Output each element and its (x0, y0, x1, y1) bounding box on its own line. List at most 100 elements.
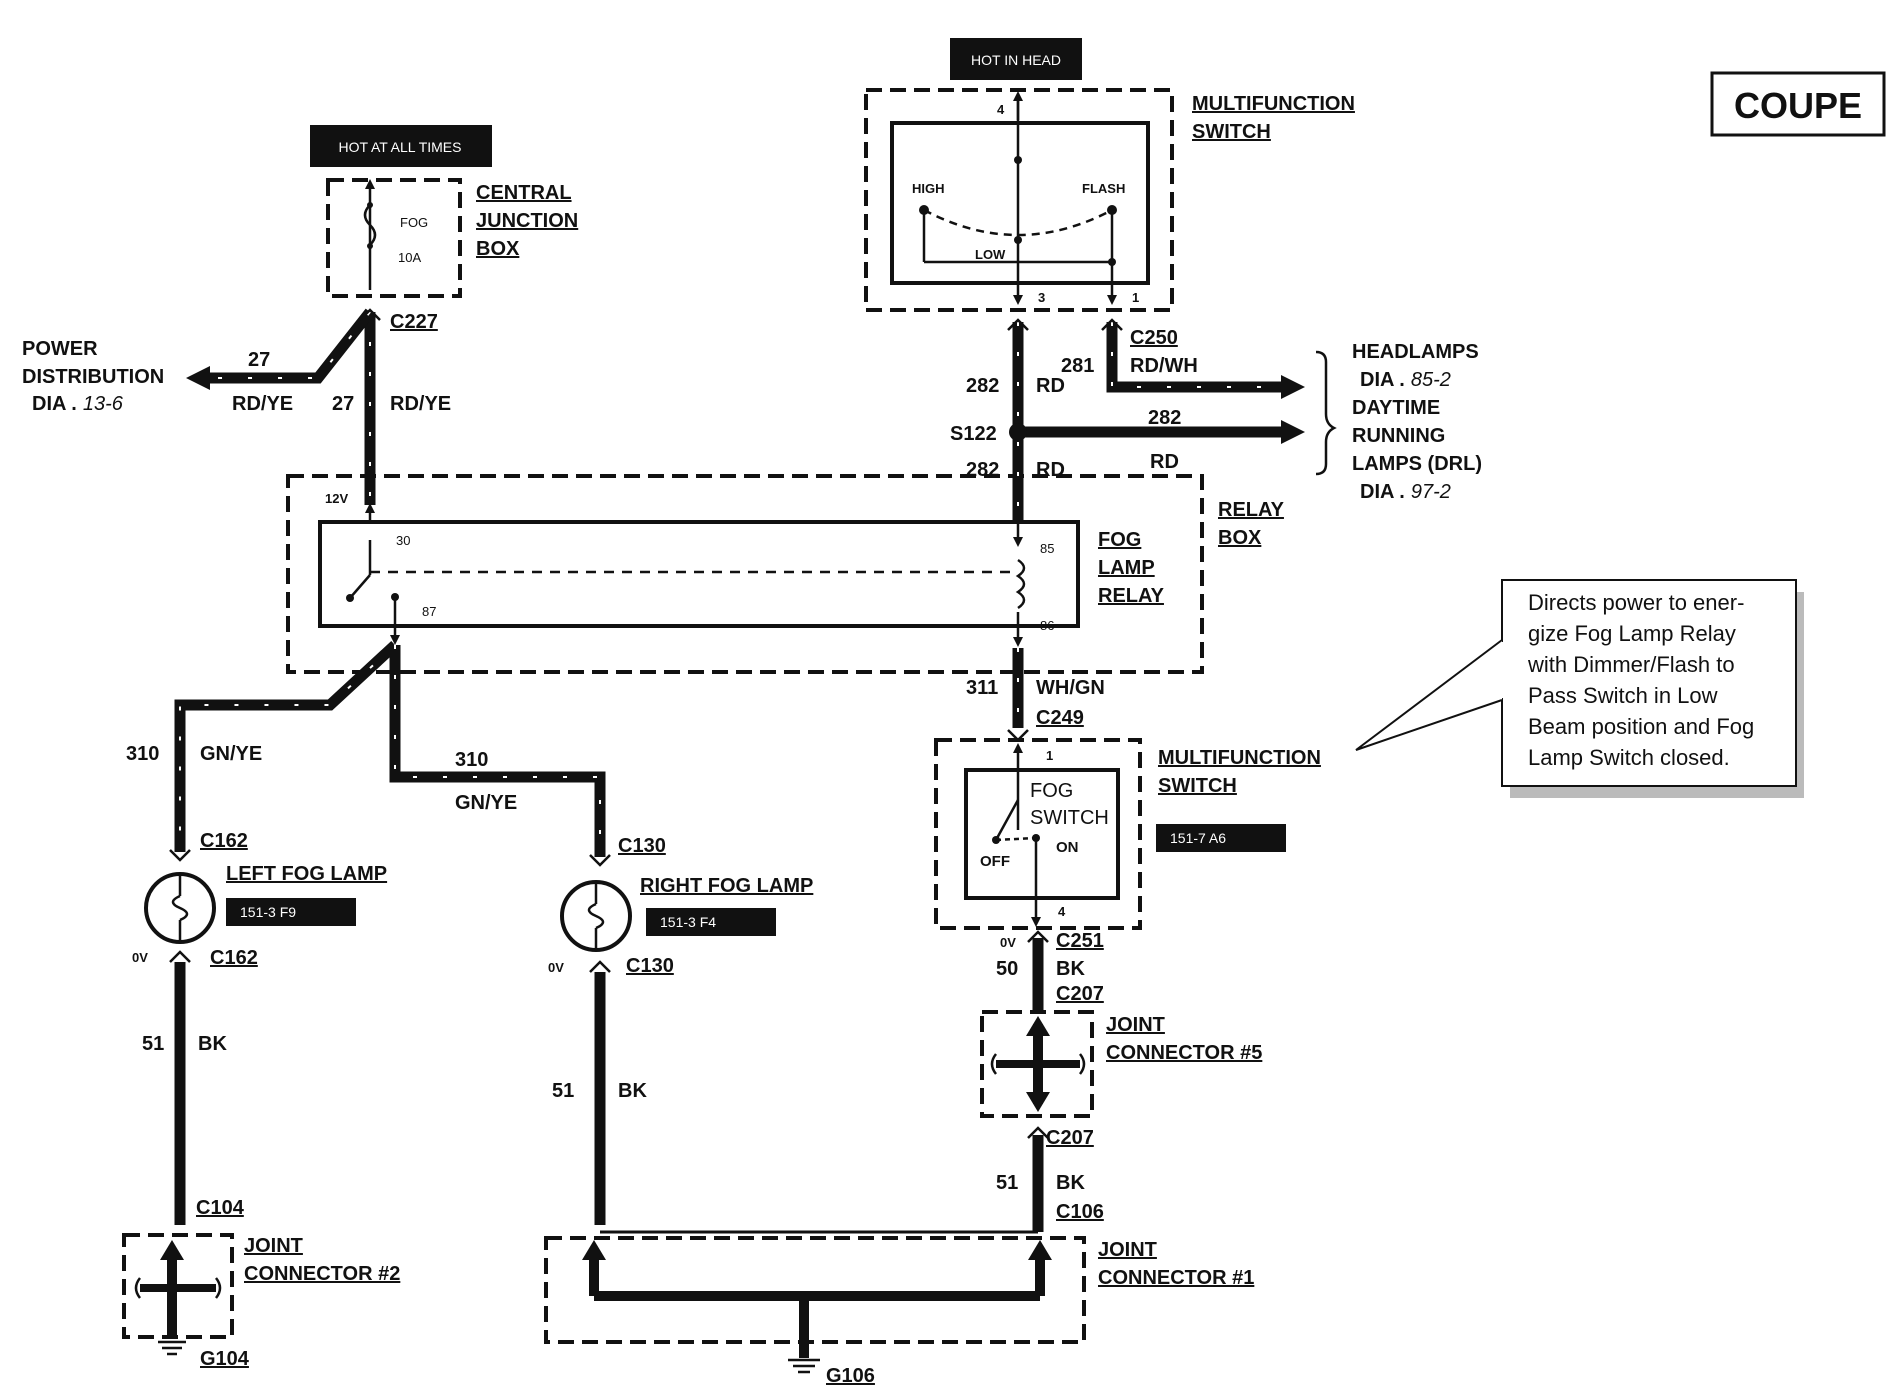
multifunction-switch-top-label-1: MULTIFUNCTION (1192, 93, 1355, 115)
connector-c227: C227 (390, 311, 438, 333)
joint-connector-5-label-2: CONNECTOR #5 (1106, 1042, 1262, 1064)
fog-switch-pin1: 1 (1046, 748, 1053, 763)
wires (174, 308, 1305, 1234)
c310-left-color: GN/YE (200, 743, 262, 765)
voltage-12v: 12V (325, 491, 348, 506)
connector-c207-bot: C207 (1046, 1127, 1094, 1149)
ground-g106: G106 (826, 1365, 875, 1387)
switch-pin3-label: 3 (1038, 290, 1045, 305)
switch-pin4-label: 4 (997, 102, 1005, 117)
multifunction-switch-top-label-2: SWITCH (1192, 121, 1271, 143)
ground-g104: G104 (200, 1348, 250, 1370)
c51-right-color: BK (1056, 1172, 1085, 1194)
switch-flash-label: FLASH (1082, 181, 1125, 196)
hot-at-all-times-label: HOT AT ALL TIMES (339, 139, 462, 155)
fog-switch-pin4: 4 (1058, 904, 1066, 919)
fuse-rating-label: 10A (398, 250, 421, 265)
c281-num: 281 (1061, 355, 1094, 377)
central-junction-box (326, 178, 462, 298)
right-fog-lamp-ref-tag (646, 908, 776, 936)
c51-mid-color: BK (618, 1080, 647, 1102)
relay-box-label-1: RELAY (1218, 499, 1285, 521)
connector-c106: C106 (1056, 1201, 1104, 1223)
joint-connector-2-label-2: CONNECTOR #2 (244, 1263, 400, 1285)
power-distribution-label-1: POWER (22, 338, 98, 360)
c310-right-num: 310 (455, 749, 488, 771)
callout-line-1: Directs power to ener- (1528, 590, 1744, 615)
central-junction-box-label-1: CENTRAL (476, 182, 572, 204)
c282-top-num: 282 (966, 375, 999, 397)
central-junction-box-label-2: JUNCTION (476, 210, 578, 232)
c51-right-num: 51 (996, 1172, 1018, 1194)
right-fog-lamp-label: RIGHT FOG LAMP (640, 875, 813, 897)
c310-right-color: GN/YE (455, 792, 517, 814)
coupe-label: COUPE (1734, 85, 1862, 126)
connector-c249: C249 (1036, 707, 1084, 729)
drl-label-3: LAMPS (DRL) (1352, 453, 1482, 475)
relay-pin87-label: 87 (422, 604, 436, 619)
fog-lamp-relay-label-2: LAMP (1098, 557, 1155, 579)
relay-pin86-label: 86 (1040, 618, 1054, 633)
left-fog-lamp-ref-label: 151-3 F9 (240, 904, 296, 920)
fog-switch-ref-tag (1156, 824, 1286, 852)
switch-low-label: LOW (975, 247, 1006, 262)
left-fog-lamp (144, 872, 216, 944)
c27-left-color: RD/YE (232, 393, 293, 415)
c282-mid-num: 282 (966, 459, 999, 481)
fog-switch-off: OFF (980, 853, 1010, 870)
callout-line-6: Lamp Switch closed. (1528, 745, 1730, 770)
c50-color: BK (1056, 958, 1085, 980)
voltage-0v-switch: 0V (1000, 935, 1016, 950)
fog-switch (934, 738, 1142, 930)
c27-num: 27 (332, 393, 354, 415)
callout-line-4: Pass Switch in Low (1528, 683, 1718, 708)
connector-c130-bot: C130 (626, 955, 674, 977)
headlamps-label: HEADLAMPS (1352, 341, 1479, 363)
switch-high-label: HIGH (912, 181, 945, 196)
multifunction-switch-bottom-label-1: MULTIFUNCTION (1158, 747, 1321, 769)
left-fog-lamp-label: LEFT FOG LAMP (226, 863, 387, 885)
c51-mid-num: 51 (552, 1080, 574, 1102)
headlamps-dia: DIA .85-2 (1360, 369, 1451, 391)
c311-num: 311 (966, 677, 998, 699)
c27-color: RD/YE (390, 393, 451, 415)
relay-pin30-label: 30 (396, 533, 410, 548)
connector-c162-bot: C162 (210, 947, 258, 969)
multifunction-switch-bottom-label-2: SWITCH (1158, 775, 1237, 797)
power-distribution-dia: DIA .13-6 (32, 393, 124, 415)
right-fog-lamp-ref-label: 151-3 F4 (660, 914, 716, 930)
c282-top-color: RD (1036, 375, 1065, 397)
c310-left-num: 310 (126, 743, 159, 765)
voltage-0v-right: 0V (548, 960, 564, 975)
splice-s122: S122 (950, 423, 997, 445)
callout-line-2: gize Fog Lamp Relay (1528, 621, 1736, 646)
drl-dia: DIA .97-2 (1360, 481, 1451, 503)
joint-connector-1 (544, 1236, 1086, 1374)
hot-in-head-tag (950, 38, 1082, 80)
connector-c104: C104 (196, 1197, 245, 1219)
fog-switch-label-1: FOG (1030, 780, 1073, 802)
c281-color: RD/WH (1130, 355, 1198, 377)
relay-pin85-label: 85 (1040, 541, 1054, 556)
connector-c130-top: C130 (618, 835, 666, 857)
callout-line-3: with Dimmer/Flash to (1527, 652, 1735, 677)
power-distribution-label-2: DISTRIBUTION (22, 366, 164, 388)
fog-switch-on: ON (1056, 839, 1079, 856)
callout-note (1355, 579, 1804, 798)
connector-marks (169, 308, 1123, 1139)
drl-label-2: RUNNING (1352, 425, 1445, 447)
joint-connector-2-label-1: JOINT (244, 1235, 303, 1257)
central-junction-box-label-3: BOX (476, 238, 520, 260)
hot-in-head-label: HOT IN HEAD (971, 52, 1061, 68)
fog-switch-label-2: SWITCH (1030, 807, 1109, 829)
relay-box (286, 474, 1204, 674)
relay-box-label-2: BOX (1218, 527, 1262, 549)
switch-pin1-label: 1 (1132, 290, 1139, 305)
coupe-badge (1710, 71, 1886, 137)
callout-line-5: Beam position and Fog (1528, 714, 1754, 739)
joint-connector-5-label-1: JOINT (1106, 1014, 1165, 1036)
connector-c207-top: C207 (1056, 983, 1104, 1005)
multifunction-switch-top (864, 88, 1174, 312)
right-fog-lamp (560, 880, 632, 952)
